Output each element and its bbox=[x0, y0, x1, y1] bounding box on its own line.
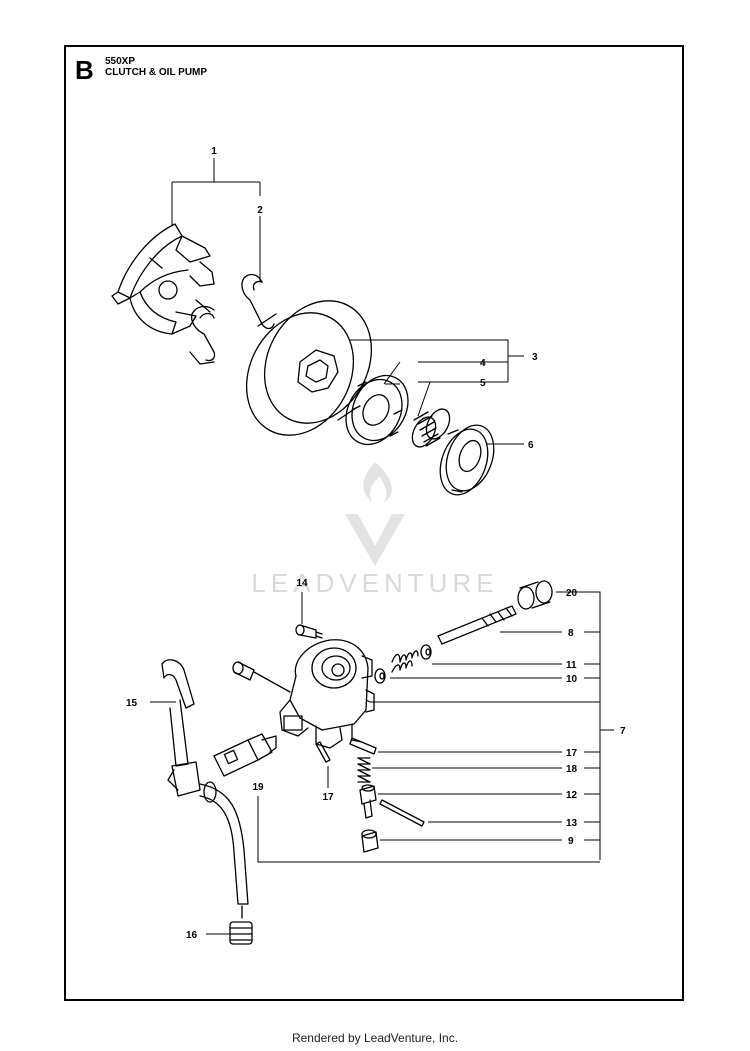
part-8-pump-shaft bbox=[437, 605, 517, 645]
part-2-clutch-springs bbox=[189, 273, 275, 365]
callout-16: 16 bbox=[186, 930, 198, 941]
part-13-pin bbox=[379, 799, 425, 827]
callout-17-lower: 17 bbox=[322, 792, 334, 803]
callout-2: 2 bbox=[257, 205, 263, 216]
callout-15: 15 bbox=[126, 698, 138, 709]
callout-11: 11 bbox=[566, 660, 577, 671]
diagram-title: CLUTCH & OIL PUMP bbox=[105, 67, 208, 78]
part-17-pin-upper bbox=[349, 737, 377, 755]
part-5-needle-bearing bbox=[411, 408, 451, 448]
part-10-washer bbox=[374, 668, 386, 684]
callout-18: 18 bbox=[566, 764, 578, 775]
flame-v-logo-icon bbox=[345, 462, 405, 566]
callout-4: 4 bbox=[480, 358, 486, 369]
part-1-clutch-shoes bbox=[111, 223, 215, 335]
model-number: 550XP bbox=[105, 56, 136, 67]
watermark-text: LEADVENTURE bbox=[251, 568, 498, 598]
part-11-spring bbox=[391, 644, 432, 673]
callout-20: 20 bbox=[566, 588, 578, 599]
callout-19: 19 bbox=[252, 782, 264, 793]
part-17-pin-lower bbox=[315, 741, 331, 763]
callout-12: 12 bbox=[566, 790, 578, 801]
part-9-plug bbox=[361, 829, 379, 853]
callout-labels: 1 2 3 4 5 6 7 8 9 10 11 12 13 14 15 16 1… bbox=[126, 146, 626, 941]
callout-14: 14 bbox=[296, 578, 308, 589]
callout-6: 6 bbox=[528, 440, 534, 451]
part-3-clutch-drum bbox=[245, 300, 373, 436]
part-19-oil-adapter bbox=[213, 733, 277, 777]
callout-13: 13 bbox=[566, 818, 578, 829]
part-15-oil-hose bbox=[161, 659, 201, 797]
callout-10: 10 bbox=[566, 674, 578, 685]
part-20-cap bbox=[517, 580, 553, 610]
part-screw-body bbox=[232, 661, 291, 693]
part-18-spring bbox=[357, 757, 371, 783]
part-4-rim-sprocket bbox=[345, 374, 409, 446]
callout-9: 9 bbox=[568, 836, 574, 847]
part-14-screw bbox=[295, 624, 323, 639]
footer-credit: Rendered by LeadVenture, Inc. bbox=[291, 1031, 459, 1045]
callout-17-upper: 17 bbox=[566, 748, 578, 759]
diagram-frame bbox=[64, 45, 684, 1001]
callout-1: 1 bbox=[211, 146, 217, 157]
part-12-plunger bbox=[359, 784, 377, 819]
callout-7: 7 bbox=[620, 726, 626, 737]
section-letter: B bbox=[75, 55, 94, 85]
callout-8: 8 bbox=[568, 628, 574, 639]
part-6-drive-washer bbox=[439, 424, 495, 496]
leader-lines bbox=[150, 158, 614, 935]
part-7-oil-pump-body bbox=[279, 639, 375, 749]
part-16-oil-filter bbox=[199, 781, 253, 945]
callout-5: 5 bbox=[480, 378, 486, 389]
callout-3: 3 bbox=[532, 352, 538, 363]
